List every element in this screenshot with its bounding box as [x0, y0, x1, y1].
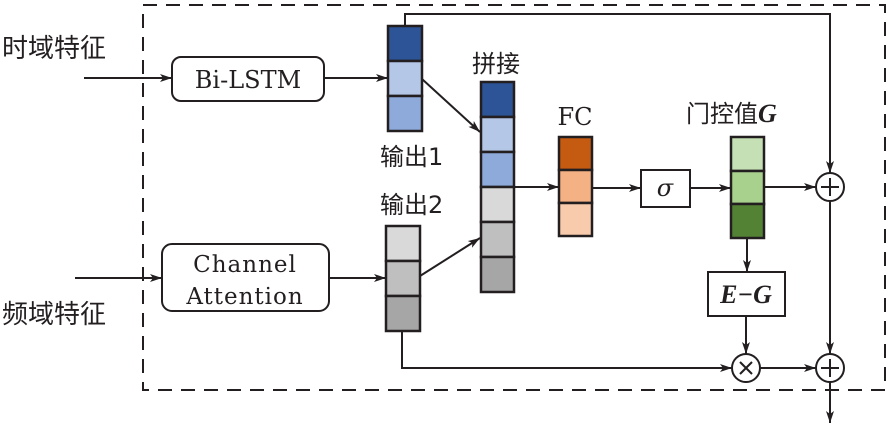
concat-label: 拼接 — [472, 50, 520, 78]
concat-cell — [479, 80, 516, 119]
module-boundary — [142, 4, 886, 391]
output2-cell — [384, 224, 422, 263]
output1-cell — [386, 94, 424, 133]
concat-cell — [479, 255, 516, 294]
output2-vector — [384, 224, 422, 333]
output2-cell — [384, 294, 422, 333]
gate-vector — [729, 135, 766, 240]
complement-block: E−G — [707, 271, 786, 317]
concat-cell — [479, 220, 516, 259]
gate-cell — [729, 169, 766, 206]
output2-to-concat-arrow — [419, 237, 481, 277]
bilstm-label: Bi-LSTM — [195, 66, 301, 94]
time-domain-label: 时域特征 — [2, 34, 106, 64]
fc-cell — [557, 135, 594, 172]
concat-cell — [479, 185, 516, 224]
sigma-label: σ — [657, 174, 674, 202]
multiply-operator — [731, 353, 761, 383]
fc-vector — [557, 135, 594, 238]
output2-cell — [384, 259, 422, 298]
lower-add-operator — [815, 353, 845, 383]
output1-cell — [386, 59, 424, 98]
output1-label: 输出1 — [380, 143, 443, 171]
concat-vector — [479, 80, 516, 294]
channel-attention-label-line2: Attention — [185, 284, 303, 310]
upper-add-operator — [815, 172, 845, 202]
bilstm-block: Bi-LSTM — [171, 56, 325, 102]
output2-label: 输出2 — [380, 191, 443, 219]
channel-attention-block: Channel Attention — [161, 243, 330, 312]
freq-domain-label: 频域特征 — [2, 300, 106, 330]
complement-label: E−G — [719, 280, 772, 309]
fc-cell — [557, 168, 594, 205]
channel-attention-label-line1: Channel — [193, 252, 297, 278]
concat-cell — [479, 150, 516, 189]
output1-to-concat-arrow — [421, 78, 481, 133]
sigmoid-block: σ — [640, 169, 691, 208]
concat-cell — [479, 115, 516, 154]
fc-cell — [557, 201, 594, 238]
output2-skip-connection — [401, 331, 732, 372]
gate-cell — [729, 202, 766, 240]
output1-vector — [386, 24, 424, 133]
output1-cell — [386, 24, 424, 63]
output1-skip-connection — [404, 13, 834, 173]
gate-cell — [729, 135, 766, 173]
gate-label: 门控值G — [686, 99, 777, 128]
fc-label: FC — [557, 103, 592, 131]
